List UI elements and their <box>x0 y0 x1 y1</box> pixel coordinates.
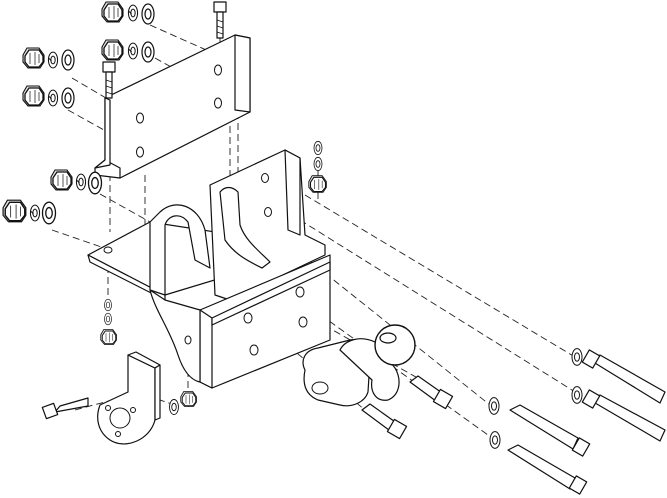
bolt-top <box>213 1 227 39</box>
socket-plate <box>97 351 161 445</box>
upper-bracket-plate <box>94 34 251 179</box>
bolt-short-1 <box>409 375 454 410</box>
bolt-upper-left <box>102 61 116 99</box>
bolt-long-4 <box>507 444 588 495</box>
bolt-long-1 <box>581 349 666 404</box>
bolt-long-2 <box>581 389 666 442</box>
bolts <box>41 1 666 495</box>
bolt-long-3 <box>509 404 591 457</box>
bolt-short-2 <box>361 403 408 440</box>
bolt-socket <box>41 397 89 420</box>
tow-ball <box>302 324 416 407</box>
tow-hitch-frame <box>87 149 331 389</box>
